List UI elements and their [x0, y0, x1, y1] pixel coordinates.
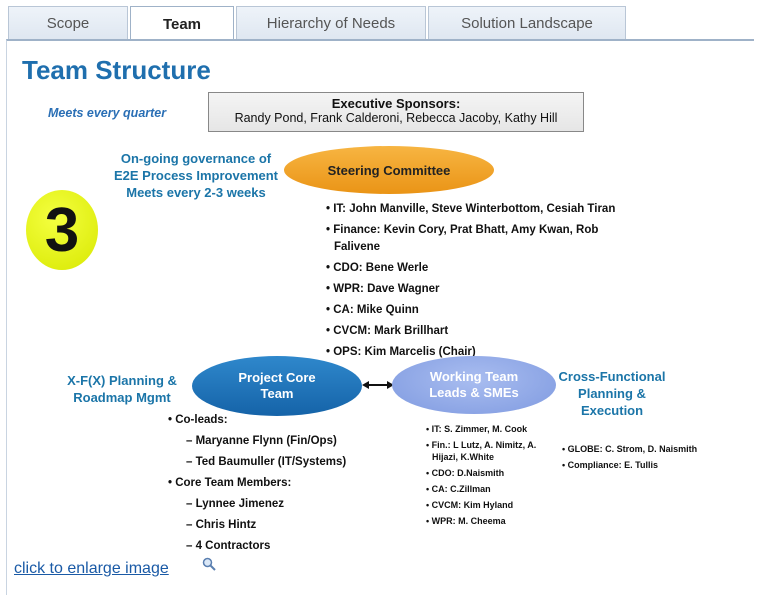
list-item: • Finance: Kevin Cory, Prat Bhatt, Amy K… [326, 224, 599, 253]
xfx-planning-label: X-F(X) Planning & Roadmap Mgmt [52, 372, 192, 406]
list-item: • CDO: Bene Werle [326, 262, 429, 274]
project-core-team-label: Project Core Team [238, 370, 316, 401]
list-item: • IT: S. Zimmer, M. Cook [426, 424, 528, 434]
list-item: • WPR: Dave Wagner [326, 283, 440, 295]
list-item: – 4 Contractors [186, 540, 271, 552]
list-item: • Core Team Members: [168, 477, 292, 489]
list-item: • Compliance: E. Tullis [562, 460, 658, 470]
governance-line: E2E Process Improvement [113, 168, 279, 183]
tab-hierarchy-of-needs[interactable]: Hierarchy of Needs [236, 6, 426, 39]
list-item: – Lynnee Jimenez [186, 498, 285, 510]
page-title: Team Structure [22, 55, 211, 85]
executive-sponsors-box: Executive Sponsors: Randy Pond, Frank Ca… [208, 92, 584, 132]
exec-names: Randy Pond, Frank Calderoni, Rebecca Jac… [234, 111, 558, 125]
xfx-line: X-F(X) Planning & [67, 373, 177, 388]
working-team-list: • IT: S. Zimmer, M. Cook • Fin.: L Lutz,… [426, 423, 556, 527]
cross-functional-line: Cross-Functional [558, 369, 666, 384]
list-item: • WPR: M. Cheema [426, 516, 506, 526]
working-team-label: Working Team Leads & SMEs [429, 369, 519, 400]
list-item: • OPS: Kim Marcelis (Chair) [326, 346, 476, 358]
cross-functional-label: Cross-Functional Planning & Execution [552, 368, 672, 419]
enlarge-image-link[interactable]: click to enlarge image [14, 560, 169, 577]
list-item: • IT: John Manville, Steve Winterbottom,… [326, 203, 616, 215]
magnifier-icon[interactable] [202, 557, 216, 574]
xfx-line: Roadmap Mgmt [73, 390, 171, 405]
steering-committee-label: Steering Committee [327, 162, 451, 178]
steering-members-list: • IT: John Manville, Steve Winterbottom,… [326, 201, 646, 361]
tab-team[interactable]: Team [130, 6, 234, 41]
list-item: – Maryanne Flynn (Fin/Ops) [186, 435, 337, 447]
list-item: • CA: C.Zillman [426, 484, 491, 494]
list-item: • Fin.: L Lutz, A. Nimitz, A. Hijazi, K.… [426, 440, 537, 462]
project-core-team-ellipse: Project Core Team [192, 356, 362, 416]
governance-line: On-going governance of [120, 151, 272, 166]
list-item: • GLOBE: C. Strom, D. Naismith [562, 444, 698, 454]
cross-functional-line: Execution [580, 403, 644, 418]
cross-functional-line: Planning & [578, 386, 646, 401]
steering-committee-ellipse: Steering Committee [284, 146, 494, 194]
list-item: • CVCM: Mark Brillhart [326, 325, 449, 337]
list-item: • CDO: D.Naismith [426, 468, 505, 478]
list-item: • Co-leads: [168, 414, 228, 426]
double-arrow-connector [362, 381, 394, 389]
tab-scope[interactable]: Scope [8, 6, 128, 39]
step-number-badge: 3 [26, 190, 98, 270]
meets-quarter-label: Meets every quarter [48, 106, 167, 120]
tab-solution-landscape[interactable]: Solution Landscape [428, 6, 626, 39]
list-item: • CA: Mike Quinn [326, 304, 419, 316]
exec-title: Executive Sponsors: [331, 96, 461, 111]
list-item: – Chris Hintz [186, 519, 257, 531]
badge-number: 3 [44, 195, 80, 265]
core-team-list: • Co-leads: – Maryanne Flynn (Fin/Ops) –… [168, 410, 368, 557]
globe-compliance-list: • GLOBE: C. Strom, D. Naismith • Complia… [562, 443, 752, 471]
working-team-ellipse: Working Team Leads & SMEs [392, 356, 556, 414]
governance-line: Meets every 2-3 weeks [126, 185, 266, 200]
content-panel [6, 39, 754, 595]
governance-label: On-going governance of E2E Process Impro… [106, 150, 286, 201]
list-item: • CVCM: Kim Hyland [426, 500, 514, 510]
list-item: – Ted Baumuller (IT/Systems) [186, 456, 347, 468]
